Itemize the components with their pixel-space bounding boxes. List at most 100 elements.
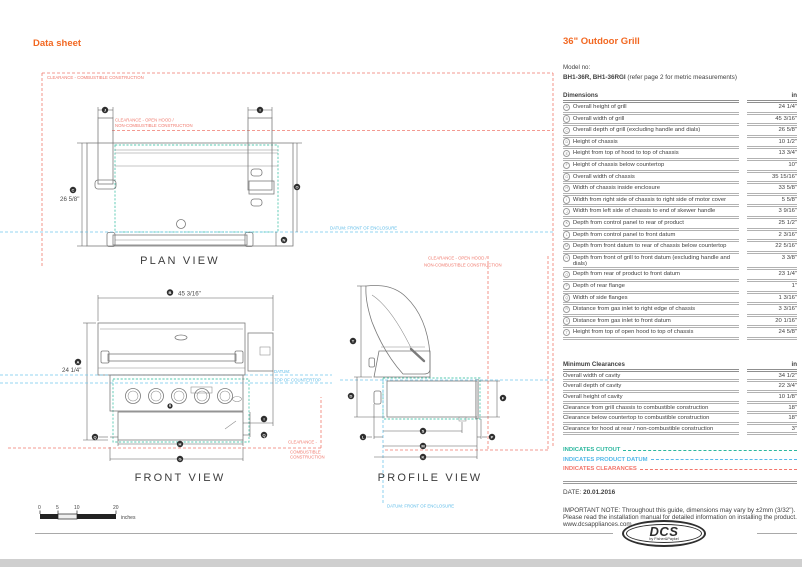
table-row: Clearance for hood at rear / non-combust… bbox=[563, 425, 797, 436]
dim-label: Depth from rear of product to front datu… bbox=[572, 271, 680, 278]
profile-datum-label: DATUM: FRONT OF ENCLOSURE bbox=[387, 504, 454, 509]
dim-label: Overall width of chassis bbox=[572, 173, 635, 180]
clearance-label: Clearance below countertop to combustibl… bbox=[563, 415, 710, 422]
dim-key-badge: R bbox=[563, 305, 571, 314]
clearance-value: 18" bbox=[747, 404, 797, 415]
scale-tick-20: 20 bbox=[113, 505, 119, 511]
dim-value: 23 1/4" bbox=[747, 270, 797, 282]
footer-rule-right bbox=[757, 533, 797, 534]
svg-text:F: F bbox=[502, 395, 505, 400]
dim-key-badge: O bbox=[563, 270, 571, 279]
date-value: 20.01.2016 bbox=[583, 488, 616, 496]
dim-value: 13 3/4" bbox=[747, 149, 797, 161]
dim-value: 2 3/16" bbox=[747, 231, 797, 243]
legend-datum: INDICATES PRODUCT DATUM bbox=[563, 457, 797, 463]
legend-cutout: INDICATES CUTOUT bbox=[563, 447, 797, 453]
scale-tick-5: 5 bbox=[56, 505, 59, 511]
dim-value: 3 3/16" bbox=[747, 305, 797, 317]
svg-text:O: O bbox=[295, 184, 298, 189]
clearance-label: Overall width of cavity bbox=[563, 372, 621, 379]
marker: B bbox=[166, 289, 174, 296]
open-hood bbox=[365, 285, 431, 375]
front-width-dim: 45 3/16" bbox=[178, 291, 201, 298]
dim-label: Width of chassis inside enclosure bbox=[572, 185, 660, 192]
legend-clearance: INDICATES CLEARANCES bbox=[563, 466, 797, 472]
dim-key-badge: Q bbox=[563, 294, 571, 302]
date-label: DATE: bbox=[563, 488, 582, 496]
svg-text:M: M bbox=[421, 443, 425, 448]
svg-text:R: R bbox=[169, 404, 172, 408]
clearance-label: Overall depth of cavity bbox=[563, 383, 622, 390]
dimensions-unit: in bbox=[747, 92, 797, 103]
front-height-dim: 24 1/4" bbox=[62, 367, 81, 374]
dim-value: 45 3/16" bbox=[747, 115, 797, 127]
svg-text:S: S bbox=[422, 428, 425, 433]
dim-label: Height from top of hood to top of chassi… bbox=[572, 150, 679, 157]
legend-cutout-label: INDICATES CUTOUT bbox=[563, 447, 621, 454]
dim-key-badge: K bbox=[563, 219, 571, 227]
marker: M bbox=[419, 442, 427, 450]
dim-label: Depth of rear flange bbox=[572, 282, 625, 289]
plan-datum-label: DATUM: FRONT OF ENCLOSURE bbox=[330, 226, 397, 231]
marker: I bbox=[256, 106, 264, 114]
dim-key-badge: J bbox=[563, 207, 571, 216]
svg-text:L: L bbox=[362, 434, 365, 439]
svg-text:K: K bbox=[422, 454, 425, 459]
dim-label: Depth from front datum to rear of chassi… bbox=[572, 243, 727, 250]
dim-key-badge: H bbox=[563, 184, 571, 193]
dim-label: Width from right side of chassis to righ… bbox=[572, 196, 727, 203]
svg-text:B: B bbox=[169, 290, 172, 295]
svg-text:G: G bbox=[178, 456, 181, 461]
clearance-value: 18" bbox=[747, 414, 797, 425]
marker: S bbox=[419, 427, 427, 435]
footer-bar bbox=[0, 559, 802, 567]
clearance-value: 10 1/8" bbox=[747, 393, 797, 404]
dim-label: Distance from gas inlet to front datum bbox=[572, 317, 671, 324]
dim-label: Depth from control panel to rear of prod… bbox=[572, 219, 684, 226]
dim-label: Height from top of open hood to top of c… bbox=[572, 329, 694, 336]
footer-rule-left bbox=[35, 533, 613, 534]
profile-openhood-label-1: CLEARANCE - OPEN HOOD / bbox=[428, 256, 488, 261]
dim-label: Distance from gas inlet to right edge of… bbox=[572, 306, 696, 313]
plan-view-title: PLAN VIEW bbox=[140, 255, 220, 267]
table-row: Clearance below countertop to combustibl… bbox=[563, 414, 797, 425]
profile-openhood-label-2: NON-COMBUSTIBLE CONSTRUCTION bbox=[424, 263, 502, 268]
model-label: Model no: bbox=[563, 64, 591, 71]
svg-text:T: T bbox=[352, 338, 355, 343]
legend: INDICATES CUTOUT INDICATES PRODUCT DATUM… bbox=[563, 447, 797, 472]
svg-text:N: N bbox=[283, 237, 286, 242]
svg-text:A: A bbox=[77, 359, 80, 364]
marker: D bbox=[347, 392, 355, 400]
svg-text:D: D bbox=[350, 393, 353, 398]
clearance-label: Overall height of cavity bbox=[563, 394, 623, 401]
marker: I bbox=[260, 415, 268, 423]
marker: Q bbox=[260, 431, 268, 439]
grill-hood bbox=[97, 322, 246, 376]
dcs-badge bbox=[232, 396, 242, 402]
product-title: 36" Outdoor Grill bbox=[563, 36, 640, 47]
dim-value: 33 5/8" bbox=[747, 184, 797, 196]
scale-bar: 0 5 10 20 inches bbox=[38, 505, 136, 521]
dim-key-badge: E bbox=[563, 149, 571, 158]
dim-value: 1" bbox=[747, 282, 797, 294]
plan-depth-dim: 26 5/8" bbox=[60, 196, 79, 203]
dim-key-badge: A bbox=[563, 103, 571, 111]
marker: Q bbox=[91, 433, 99, 441]
dim-value: 22 5/16" bbox=[747, 242, 797, 254]
clearance-label: Clearance for hood at rear / non-combust… bbox=[563, 425, 714, 432]
front-clearance-label-3: CONSTRUCTION bbox=[290, 455, 325, 460]
svg-text:P: P bbox=[491, 434, 494, 439]
dim-value: 3 3/8" bbox=[747, 254, 797, 271]
marker: T bbox=[349, 337, 357, 345]
dim-label: Overall width of grill bbox=[572, 115, 625, 122]
